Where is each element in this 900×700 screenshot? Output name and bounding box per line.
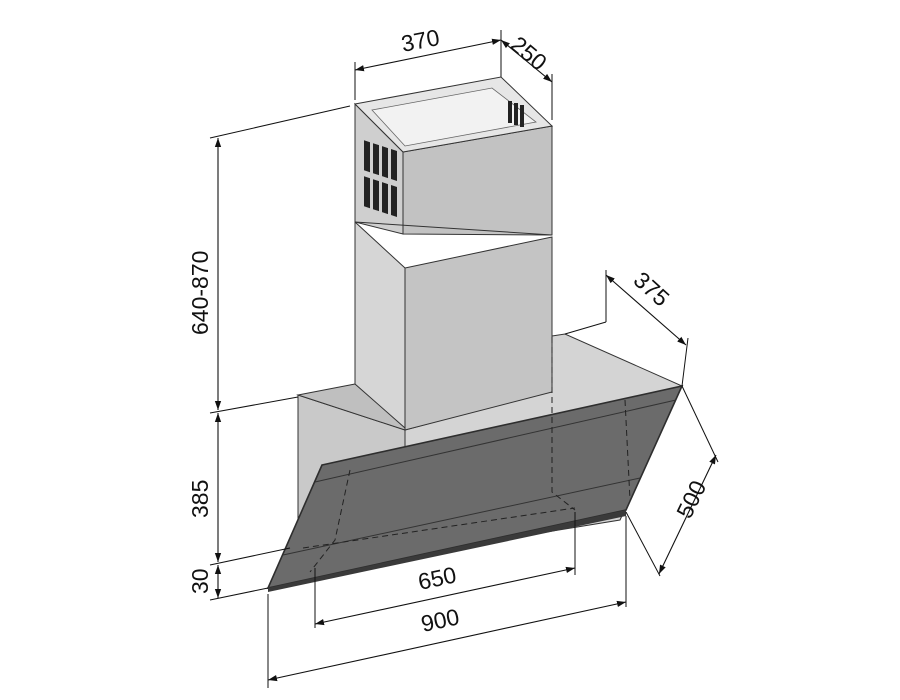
- label-total-width: 900: [419, 603, 462, 636]
- chimney-top-inner: [371, 87, 537, 147]
- dim-line-body-depth: [605, 274, 687, 346]
- label-body-height: 385: [187, 480, 213, 518]
- label-chimney-depth: 250: [506, 31, 552, 76]
- label-chimney-width: 370: [399, 24, 442, 57]
- vent-grille-right: [508, 101, 524, 127]
- dimension-lines: [214, 38, 717, 682]
- dim-line-chimney-depth: [500, 39, 553, 83]
- label-body-depth: 375: [629, 266, 675, 311]
- label-glass-thickness: 30: [187, 568, 213, 594]
- chimney: [353, 76, 554, 431]
- label-chimney-height: 640-870: [187, 251, 213, 335]
- label-glass-depth: 500: [671, 476, 711, 522]
- dim-line-glass-depth: [658, 454, 717, 575]
- vent-grille-left: [364, 140, 397, 217]
- label-inner-width: 650: [416, 561, 459, 594]
- dim-line-chimney-width: [354, 38, 502, 72]
- dim-line-total-width: [267, 600, 627, 682]
